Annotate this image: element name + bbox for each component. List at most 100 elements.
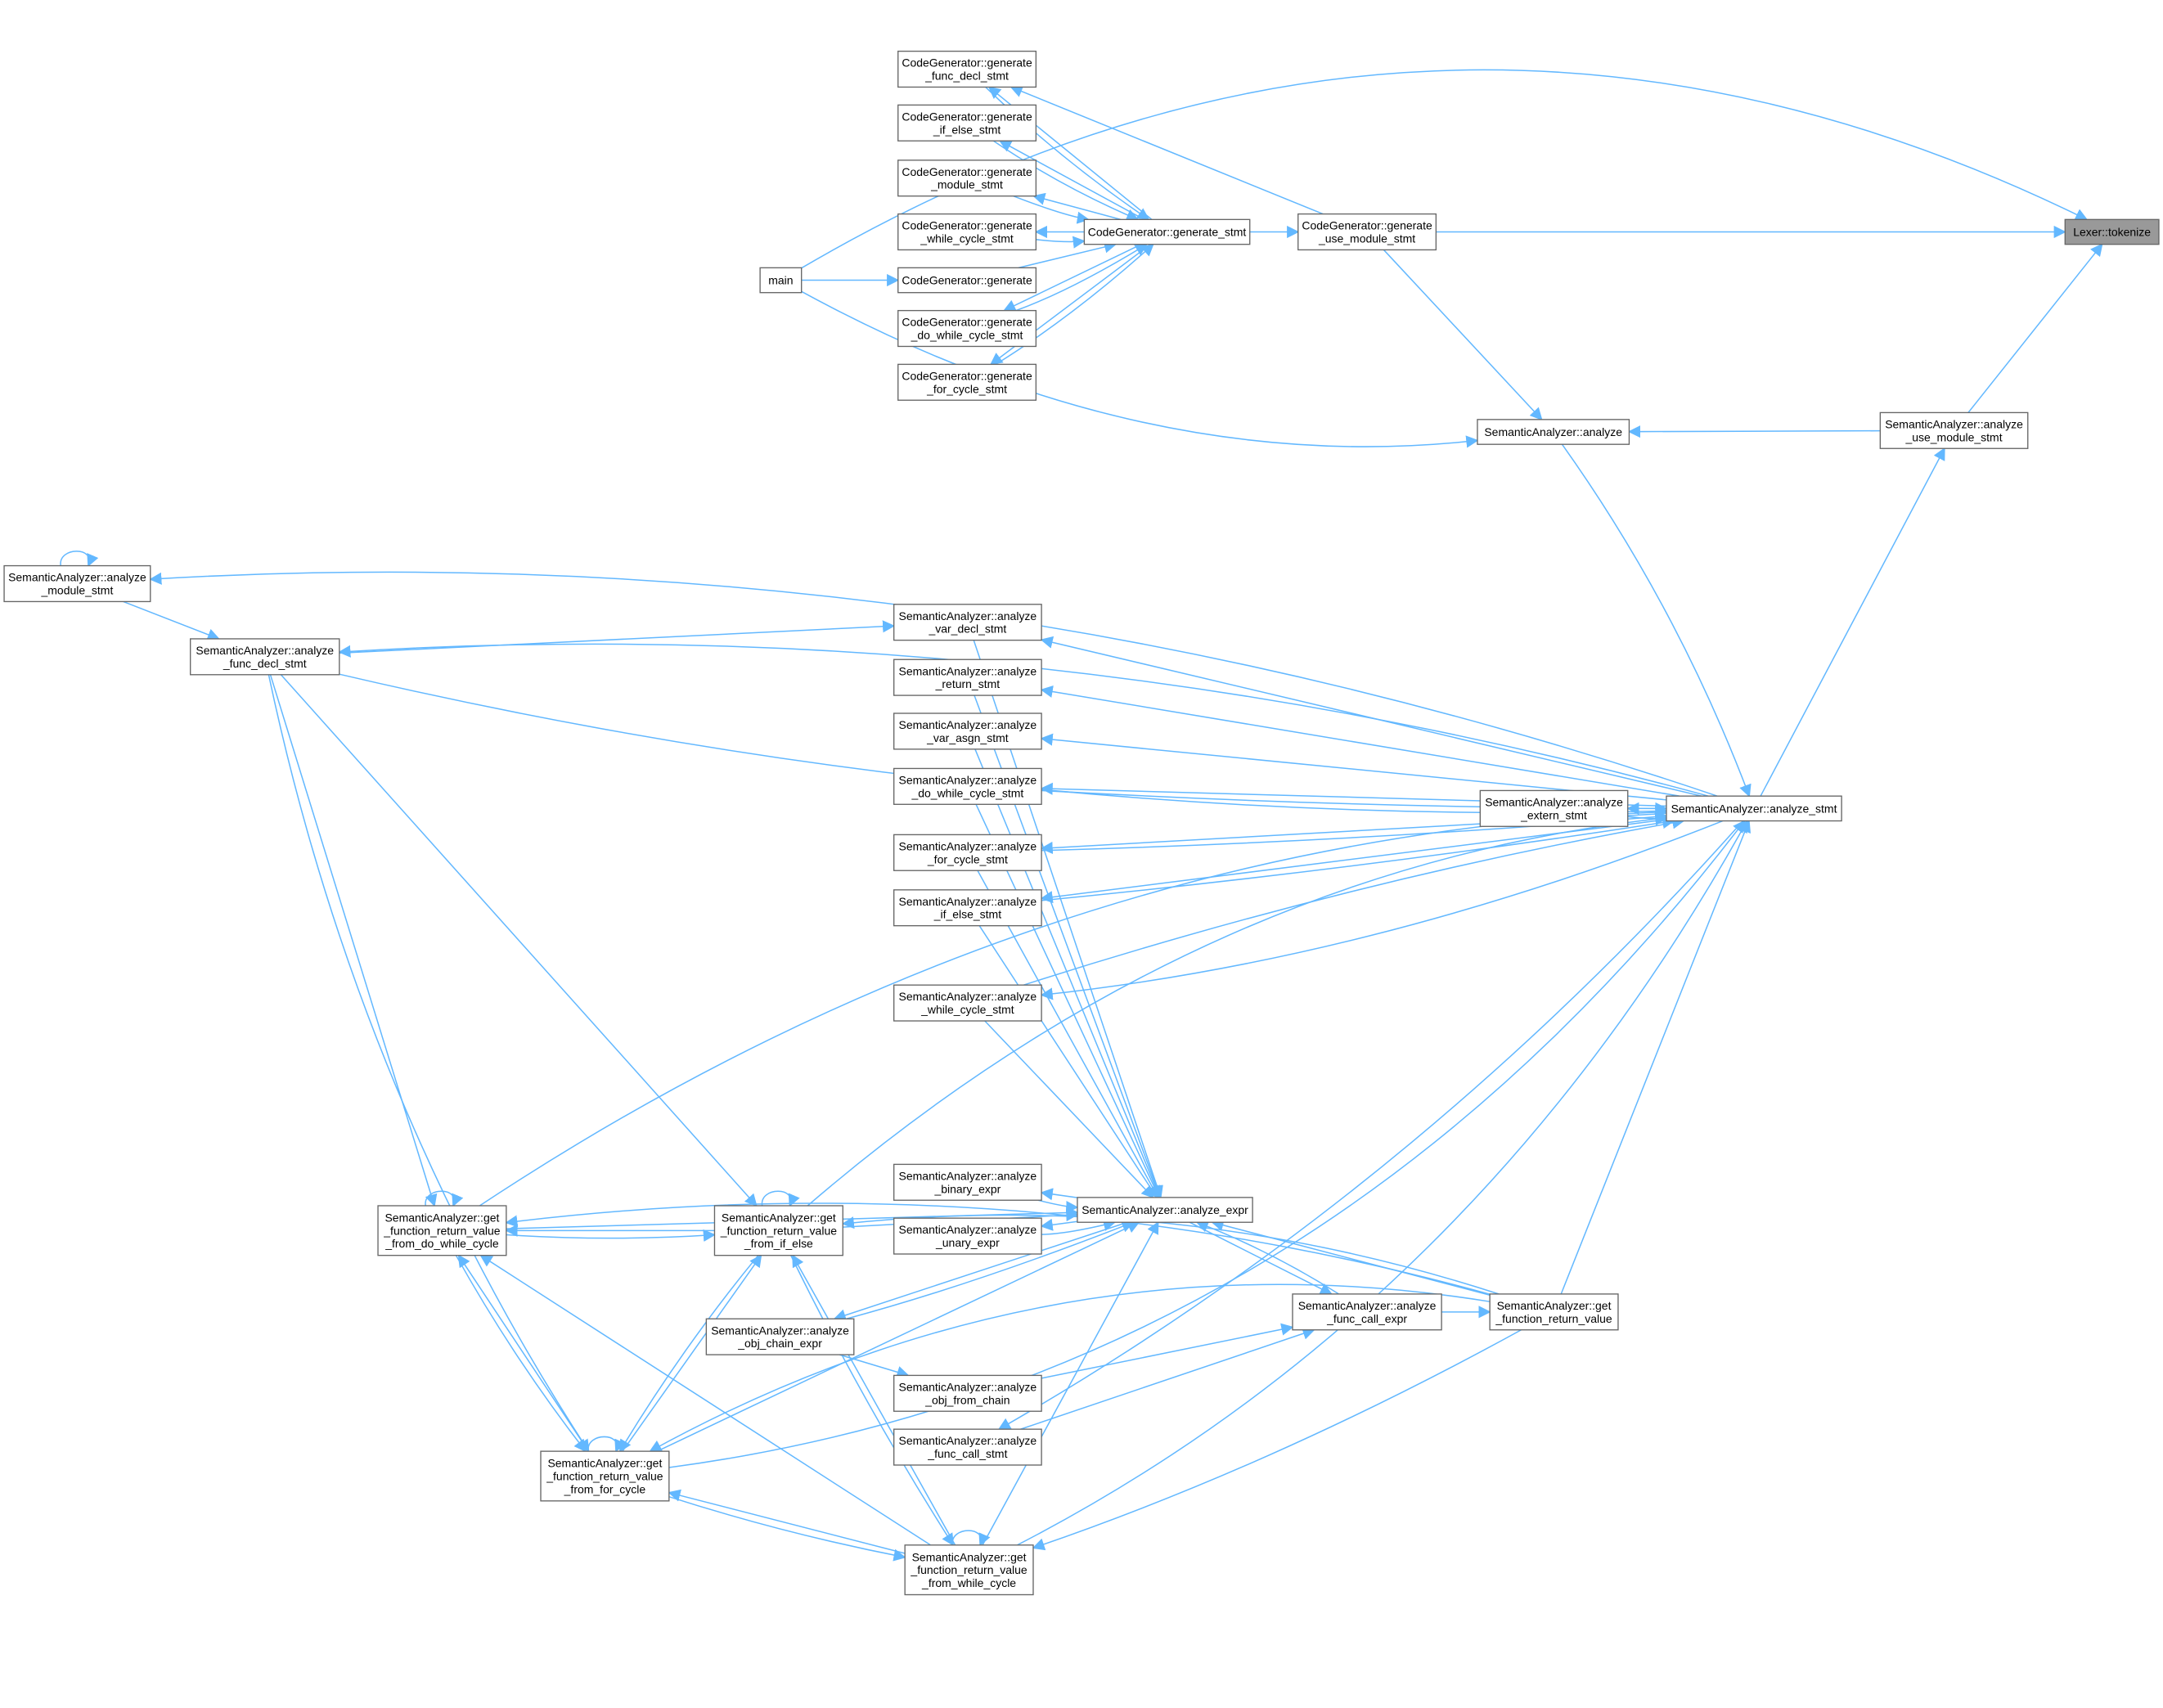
- node-cg-generate[interactable]: CodeGenerator::generate: [897, 267, 1037, 294]
- call-edge-sa_binary-to-sa_expr: [1037, 1199, 1079, 1214]
- node-sa-func-call-stmt[interactable]: SemanticAnalyzer::analyze_func_call_stmt: [893, 1428, 1042, 1466]
- call-edge-gr_do_while-to-gr_for: [455, 1255, 587, 1453]
- call-edge-gr_for-to-sa_expr: [656, 1221, 1140, 1452]
- node-box: [1477, 419, 1630, 445]
- call-edge-sa_module-to-sa_module: [60, 551, 99, 567]
- node-cg-func-decl[interactable]: CodeGenerator::generate_func_decl_stmt: [897, 50, 1037, 88]
- node-sa-binary[interactable]: SemanticAnalyzer::analyze_binary_expr: [893, 1163, 1042, 1201]
- call-edge-cg_module-to-cg_stmt: [1013, 195, 1090, 224]
- node-cg-module[interactable]: CodeGenerator::generate_module_stmt: [897, 160, 1037, 197]
- call-edge-sa_expr-to-sa_unary: [1040, 1218, 1078, 1231]
- call-edge-sa_analyze-to-sa_stmt: [1561, 443, 1752, 798]
- call-edge-sa_module-to-sa_func_decl: [123, 600, 220, 641]
- node-label: _from_if_else: [744, 1237, 813, 1250]
- node-sa-for[interactable]: SemanticAnalyzer::analyze_for_cycle_stmt: [893, 834, 1042, 871]
- node-sa-var-asgn[interactable]: SemanticAnalyzer::analyze_var_asgn_stmt: [893, 712, 1042, 750]
- node-sa-var-decl[interactable]: SemanticAnalyzer::analyze_var_decl_stmt: [893, 604, 1042, 641]
- node-sa-do-while[interactable]: SemanticAnalyzer::analyze_do_while_cycle…: [893, 767, 1042, 805]
- node-box: [1879, 411, 2029, 449]
- node-sa-expr[interactable]: SemanticAnalyzer::analyze_expr: [1077, 1197, 1253, 1223]
- node-sa-use-module[interactable]: SemanticAnalyzer::analyze_use_module_stm…: [1879, 411, 2029, 449]
- node-sa-extern[interactable]: SemanticAnalyzer::analyze_extern_stmt: [1479, 789, 1629, 827]
- node-sa-return[interactable]: SemanticAnalyzer::analyze_return_stmt: [893, 658, 1042, 696]
- node-box: [1666, 795, 1842, 822]
- node-label: _func_call_expr: [1326, 1312, 1407, 1325]
- call-edge-cg_stmt-to-cg_module: [1032, 192, 1122, 221]
- node-tokenize[interactable]: Lexer::tokenize: [2064, 218, 2160, 245]
- node-cg-use-module[interactable]: CodeGenerator::generate_use_module_stmt: [1297, 213, 1437, 251]
- node-label: _do_while_cycle_stmt: [911, 786, 1023, 799]
- node-cg-stmt[interactable]: CodeGenerator::generate_stmt: [1083, 218, 1251, 245]
- node-box: [897, 104, 1037, 142]
- node-box: [3, 564, 151, 603]
- node-cg-while[interactable]: CodeGenerator::generate_while_cycle_stmt: [897, 213, 1037, 251]
- call-edge-sa_func_decl-to-gr_if_else: [280, 674, 758, 1207]
- node-sa-obj-chain[interactable]: SemanticAnalyzer::analyze_obj_chain_expr: [705, 1318, 855, 1355]
- call-edge-gr_if_else-to-gr_while: [790, 1255, 955, 1547]
- node-label: _var_asgn_stmt: [926, 731, 1009, 744]
- node-box: [1479, 789, 1629, 827]
- node-label: Lexer::tokenize: [2073, 226, 2151, 239]
- call-edge-gr_do_while-to-gr_if_else: [506, 1229, 716, 1242]
- call-edge-sa_func_decl-to-gr_do_while: [269, 674, 438, 1207]
- node-box: [759, 267, 803, 294]
- node-box: [897, 213, 1037, 251]
- node-label: SemanticAnalyzer::analyze: [899, 664, 1037, 677]
- call-edge-cg_while-to-cg_stmt: [1036, 236, 1086, 249]
- node-label: _if_else_stmt: [933, 123, 1001, 136]
- node-gr-if-else[interactable]: SemanticAnalyzer::get_function_return_va…: [713, 1205, 843, 1256]
- node-sa-if-else[interactable]: SemanticAnalyzer::analyze_if_else_stmt: [893, 889, 1042, 927]
- node-label: _from_do_while_cycle: [384, 1237, 499, 1250]
- call-edge-sa_return-to-sa_expr: [974, 694, 1162, 1199]
- call-edge-cg_stmt-to-cg_if_else: [998, 140, 1145, 221]
- node-sa-stmt[interactable]: SemanticAnalyzer::analyze_stmt: [1666, 795, 1842, 822]
- call-edge-gr_if_else-to-sa_stmt: [807, 812, 1668, 1207]
- node-label: _obj_chain_expr: [737, 1337, 822, 1350]
- node-label: SemanticAnalyzer::get: [547, 1457, 662, 1470]
- call-edge-gr_while-to-sa_stmt: [1017, 820, 1748, 1546]
- call-edge-sa_func_call_stmt-to-sa_func_call_expr: [1020, 1327, 1315, 1430]
- node-gr-do-while[interactable]: SemanticAnalyzer::get_function_return_va…: [377, 1205, 507, 1256]
- call-edge-gr_while-to-gr_if_else: [792, 1254, 956, 1546]
- node-sa-module[interactable]: SemanticAnalyzer::analyze_module_stmt: [3, 564, 151, 603]
- node-cg-if-else[interactable]: CodeGenerator::generate_if_else_stmt: [897, 104, 1037, 142]
- node-label: _extern_stmt: [1520, 808, 1587, 821]
- node-sa-func-decl[interactable]: SemanticAnalyzer::analyze_func_decl_stmt: [190, 638, 340, 676]
- node-label: SemanticAnalyzer::get: [384, 1211, 499, 1225]
- call-edge-gr_for-to-sa_stmt: [668, 820, 1746, 1468]
- node-cg-for[interactable]: CodeGenerator::generate_for_cycle_stmt: [897, 363, 1037, 401]
- call-edge-gr_value-to-gr_for: [649, 1283, 1491, 1452]
- call-edge-cg_stmt-to-cg_func_decl: [987, 86, 1153, 220]
- node-label: _if_else_stmt: [933, 908, 1002, 921]
- node-label: _while_cycle_stmt: [920, 231, 1014, 245]
- node-label: SemanticAnalyzer::analyze: [899, 609, 1037, 623]
- node-gr-for[interactable]: SemanticAnalyzer::get_function_return_va…: [540, 1450, 670, 1502]
- node-label: _function_return_value: [1495, 1312, 1612, 1325]
- node-label: _module_stmt: [930, 178, 1003, 191]
- node-gr-while[interactable]: SemanticAnalyzer::get_function_return_va…: [904, 1544, 1034, 1596]
- node-cg-do-while[interactable]: CodeGenerator::generate_do_while_cycle_s…: [897, 309, 1037, 348]
- node-label: _use_module_stmt: [1904, 430, 2002, 443]
- node-label: SemanticAnalyzer::analyze: [899, 1380, 1037, 1393]
- node-sa-obj-from-chain[interactable]: SemanticAnalyzer::analyze_obj_from_chain: [893, 1374, 1042, 1412]
- node-label: _for_cycle_stmt: [926, 382, 1007, 395]
- node-box: [893, 984, 1042, 1022]
- node-sa-while[interactable]: SemanticAnalyzer::analyze_while_cycle_st…: [893, 984, 1042, 1022]
- node-label: SemanticAnalyzer::analyze_expr: [1082, 1203, 1248, 1216]
- node-sa-unary[interactable]: SemanticAnalyzer::analyze_unary_expr: [893, 1217, 1042, 1255]
- call-edge-sa_use_module-to-sa_analyze: [1627, 425, 1881, 438]
- call-edge-cg_do_while-to-cg_stmt: [1015, 243, 1149, 312]
- call-edge-sa_obj_chain-to-sa_obj_from_chain: [839, 1354, 910, 1378]
- call-edge-gr_value-to-gr_while: [1032, 1329, 1522, 1551]
- call-edge-sa_stmt-to-sa_var_decl: [1040, 636, 1702, 797]
- node-label: SemanticAnalyzer::analyze: [196, 644, 334, 657]
- node-main[interactable]: main: [759, 267, 803, 294]
- node-box: [893, 1163, 1042, 1201]
- node-label: _var_decl_stmt: [928, 623, 1006, 636]
- node-gr-value[interactable]: SemanticAnalyzer::get_function_return_va…: [1489, 1293, 1619, 1331]
- node-box: [893, 889, 1042, 927]
- node-label: CodeGenerator::generate: [1302, 219, 1432, 232]
- node-box: [377, 1205, 507, 1256]
- node-sa-analyze[interactable]: SemanticAnalyzer::analyze: [1477, 419, 1630, 445]
- node-sa-func-call-expr[interactable]: SemanticAnalyzer::analyze_func_call_expr: [1292, 1293, 1442, 1331]
